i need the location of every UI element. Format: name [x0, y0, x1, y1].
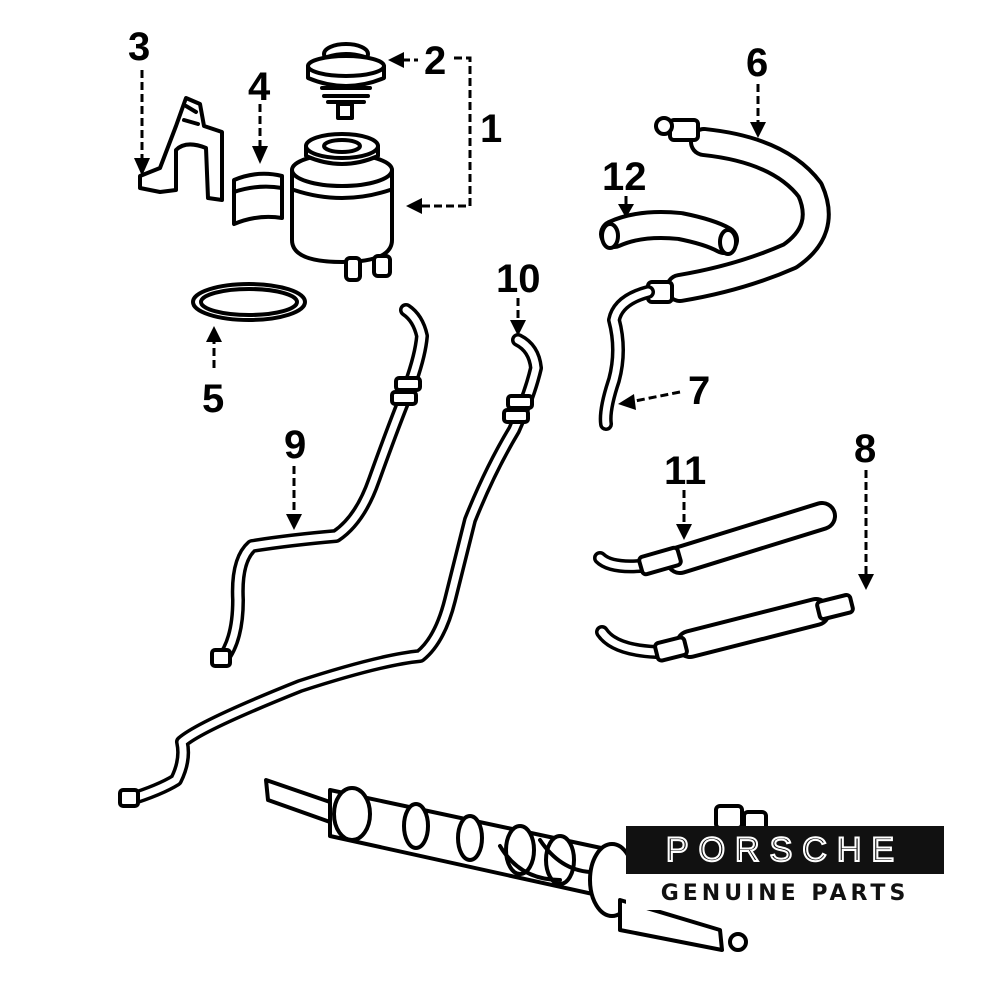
pressure-hose — [646, 116, 831, 304]
callout-10: 10 — [496, 257, 541, 301]
callout-4: 4 — [248, 65, 271, 109]
steering-rack — [264, 778, 768, 952]
callout-8: 8 — [854, 427, 876, 471]
brand-badge: PORSCHE GENUINE PARTS — [626, 826, 944, 910]
porsche-logo: PORSCHE — [665, 830, 905, 870]
reservoir — [290, 132, 394, 282]
reservoir-strap — [232, 171, 284, 226]
callout-12: 12 — [602, 155, 647, 199]
brand-subtitle: GENUINE PARTS — [660, 880, 910, 906]
callout-2: 2 — [424, 39, 446, 83]
callout-7: 7 — [688, 369, 710, 413]
hose-assembly-8 — [595, 593, 855, 663]
callout-11: 11 — [664, 449, 706, 493]
return-line-9 — [210, 303, 429, 668]
callout-6: 6 — [746, 41, 768, 85]
return-line-10 — [118, 333, 543, 808]
reservoir-bracket — [138, 96, 224, 202]
leader-arrows — [134, 52, 874, 590]
return-hose — [599, 210, 739, 256]
callout-5: 5 — [202, 377, 224, 421]
brand-logo-bar: PORSCHE — [626, 826, 944, 874]
pressure-line — [598, 285, 655, 431]
callout-1: 1 — [480, 107, 502, 151]
seal-ring — [191, 282, 307, 322]
reservoir-cap — [306, 42, 386, 120]
callout-3: 3 — [128, 25, 150, 69]
callout-9: 9 — [284, 423, 306, 467]
hose-assembly-11 — [593, 501, 837, 577]
